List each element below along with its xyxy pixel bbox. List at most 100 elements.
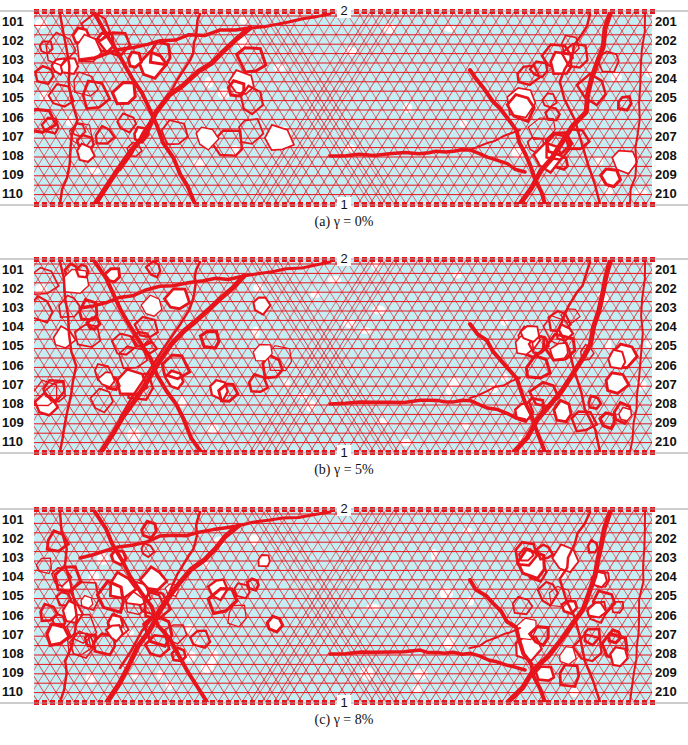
crack-cell: [519, 548, 533, 560]
mesh-line: [254, 510, 374, 702]
mesh-line: [254, 12, 374, 204]
crack-line: [60, 14, 77, 204]
crack-cell: [601, 169, 621, 187]
mesh-line: [646, 260, 652, 452]
mesh-line: [206, 260, 326, 452]
crack-cell: [90, 389, 113, 413]
crack-line: [120, 262, 200, 418]
node-number: 207: [655, 129, 677, 144]
mesh-line: [254, 12, 374, 204]
crack-cell: [612, 602, 624, 613]
crack-cell: [247, 579, 258, 590]
node-number: 109: [2, 167, 24, 182]
node-number: 201: [655, 14, 677, 29]
boundary-number: 1: [337, 445, 350, 460]
mesh-line: [610, 510, 652, 702]
node-number: 105: [2, 588, 24, 603]
crack-cell: [98, 581, 124, 612]
beam-ground: [34, 260, 652, 452]
mesh-line: [502, 12, 622, 204]
node-number: 204: [655, 319, 677, 334]
crack-line: [107, 526, 238, 702]
mesh-line: [34, 175, 652, 176]
beam-ground: [34, 12, 652, 204]
crack-cell: [521, 326, 540, 342]
mesh-line: [586, 510, 652, 702]
node-number: 210: [655, 434, 677, 449]
mesh-line: [278, 12, 398, 204]
mesh-line: [230, 12, 350, 204]
mesh-line: [34, 260, 146, 452]
crack-cell: [112, 82, 135, 103]
crack-cell: [554, 400, 571, 421]
mesh-line: [266, 12, 386, 204]
crack-cell: [201, 332, 220, 348]
beam-panel: [0, 257, 688, 455]
mesh-line: [34, 12, 134, 204]
node-number: 105: [2, 90, 24, 105]
crack-cell: [249, 374, 268, 392]
crack-cell: [35, 66, 53, 84]
crack-cell: [610, 647, 627, 666]
crack-cell: [619, 407, 632, 421]
mesh-line: [622, 510, 652, 702]
crack-line: [514, 262, 610, 452]
mesh-line: [242, 510, 362, 702]
node-number: 104: [2, 319, 24, 334]
mesh-line: [586, 12, 652, 204]
crack-cell: [513, 597, 533, 614]
crack-line: [470, 580, 545, 702]
mesh-line: [646, 510, 652, 702]
mesh-line: [34, 510, 110, 702]
crack-cell: [145, 635, 169, 656]
node-number: 207: [655, 377, 677, 392]
node-number: 106: [2, 110, 24, 125]
crack-cell: [552, 544, 578, 572]
crack-cell: [608, 350, 625, 369]
crack-line: [95, 14, 195, 204]
node-number: 107: [2, 627, 24, 642]
mesh-line: [34, 25, 652, 26]
crack-line: [508, 512, 610, 702]
void: [443, 636, 455, 648]
crack-cell: [573, 634, 601, 661]
mesh-line: [242, 12, 362, 204]
node-number: 202: [655, 281, 677, 296]
crack-cell: [537, 545, 553, 560]
void: [240, 17, 248, 24]
crack-cell: [190, 631, 210, 648]
node-number: 105: [2, 338, 24, 353]
boundary-number: 1: [337, 197, 350, 212]
mesh-line: [34, 510, 134, 702]
crack-cell: [516, 542, 537, 565]
node-number: 208: [655, 646, 677, 661]
node-number: 201: [655, 262, 677, 277]
node-number: 208: [655, 396, 677, 411]
crack-cell: [77, 144, 95, 162]
crack-line: [330, 400, 525, 420]
node-number: 103: [2, 300, 24, 315]
beam-ground: [34, 510, 652, 702]
crack-cell: [542, 93, 557, 107]
node-number: 102: [2, 531, 24, 546]
crack-cell: [146, 261, 160, 277]
crack-line: [80, 526, 238, 558]
crack-cell: [34, 296, 53, 322]
crack-cell: [96, 126, 115, 144]
node-number: 103: [2, 52, 24, 67]
crack-cell: [76, 265, 88, 277]
mesh-line: [34, 442, 652, 443]
panel-caption: (c) γ = 8%: [0, 712, 688, 727]
crack-cell: [219, 384, 238, 401]
mesh-line: [242, 12, 362, 204]
mesh-line: [34, 260, 38, 452]
crack-line: [560, 512, 600, 702]
node-number: 106: [2, 608, 24, 623]
node-number: 204: [655, 569, 677, 584]
crack-cell: [228, 81, 243, 96]
mesh-line: [538, 12, 652, 204]
beam-body: [34, 510, 652, 702]
crack-cell: [560, 665, 579, 687]
crack-cell: [526, 356, 550, 379]
